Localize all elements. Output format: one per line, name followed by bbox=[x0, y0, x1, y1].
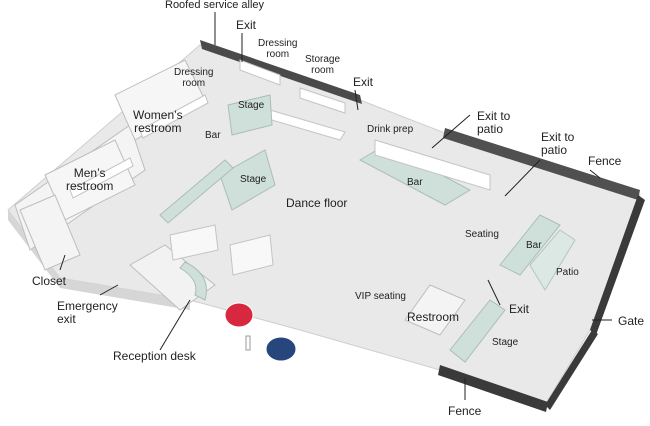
blue-marker bbox=[265, 336, 297, 362]
label-vip-seating: VIP seating bbox=[355, 291, 406, 302]
leader-closet bbox=[59, 254, 66, 271]
label-stage-bottom: Stage bbox=[492, 337, 519, 348]
bollard-1 bbox=[245, 335, 251, 351]
fence-bottom-wall bbox=[438, 365, 548, 412]
fence-top-wall bbox=[443, 128, 640, 200]
wall-2 bbox=[69, 157, 134, 199]
leader-exit-patio-1 bbox=[431, 114, 471, 149]
leader-exit-patio-2 bbox=[504, 159, 541, 197]
entry-wall-2 bbox=[229, 234, 274, 276]
label-exit-to-patio-2: Exit to patio bbox=[541, 130, 575, 157]
label-exit-top-left: Exit bbox=[236, 18, 257, 32]
label-reception-desk: Reception desk bbox=[113, 349, 196, 363]
label-exit-right: Exit bbox=[509, 302, 530, 316]
label-fence-bottom: Fence bbox=[448, 404, 482, 418]
label-emergency-exit: Emergency exit bbox=[57, 299, 118, 326]
label-stage-mid: Stage bbox=[240, 174, 267, 185]
bar-center-counter bbox=[374, 139, 491, 191]
label-closet: Closet bbox=[32, 274, 67, 288]
label-drink-prep: Drink prep bbox=[367, 124, 414, 135]
leader-exit-right bbox=[487, 279, 501, 306]
wall-3 bbox=[239, 59, 281, 86]
leader-fence-top bbox=[589, 169, 601, 179]
entry-wall-1 bbox=[169, 224, 219, 261]
label-patio: Patio bbox=[556, 267, 579, 278]
label-restroom: Restroom bbox=[407, 310, 460, 324]
stage-bottom-shape bbox=[449, 299, 506, 363]
fence-lower-right bbox=[545, 330, 598, 410]
label-dressing-room-top: Dressing room bbox=[258, 38, 298, 60]
label-storage-room: Storage room bbox=[305, 54, 341, 76]
label-mens-restroom: Men’s restroom bbox=[66, 166, 114, 193]
label-womens-restroom: Women’s restroom bbox=[133, 108, 183, 135]
label-seating: Seating bbox=[465, 229, 499, 240]
wall-1 bbox=[139, 94, 209, 139]
label-gate: Gate bbox=[618, 314, 645, 328]
stage-mid-shape bbox=[219, 149, 276, 211]
label-roofed-service-alley: Roofed service alley bbox=[165, 0, 265, 11]
wall-4 bbox=[299, 87, 346, 114]
label-stage-top: Stage bbox=[238, 100, 265, 111]
label-exit-to-patio-1: Exit to patio bbox=[477, 109, 511, 136]
closet-room bbox=[19, 194, 81, 271]
label-exit-top-right: Exit bbox=[353, 75, 374, 89]
label-fence-top: Fence bbox=[588, 154, 622, 168]
patio-bench bbox=[529, 229, 576, 291]
leader-reception bbox=[159, 299, 191, 351]
label-bar-left: Bar bbox=[205, 130, 221, 141]
reception-desk-shape bbox=[179, 261, 207, 301]
reception-area bbox=[129, 244, 216, 311]
stage-top-shape bbox=[227, 94, 273, 136]
leader-emergency-exit bbox=[99, 284, 119, 296]
label-bar-center: Bar bbox=[407, 177, 423, 188]
label-dressing-room-left: Dressing room bbox=[174, 67, 214, 89]
leader-exit-top-right bbox=[354, 89, 359, 111]
red-marker bbox=[224, 302, 254, 328]
label-bar-right: Bar bbox=[526, 240, 542, 251]
fence-right-wall bbox=[590, 195, 645, 335]
bar-left-shape bbox=[159, 159, 234, 224]
bar-right-shape bbox=[499, 214, 561, 276]
label-dance-floor: Dance floor bbox=[286, 196, 348, 210]
restroom-room bbox=[404, 284, 466, 336]
service-alley-wall bbox=[200, 40, 362, 104]
